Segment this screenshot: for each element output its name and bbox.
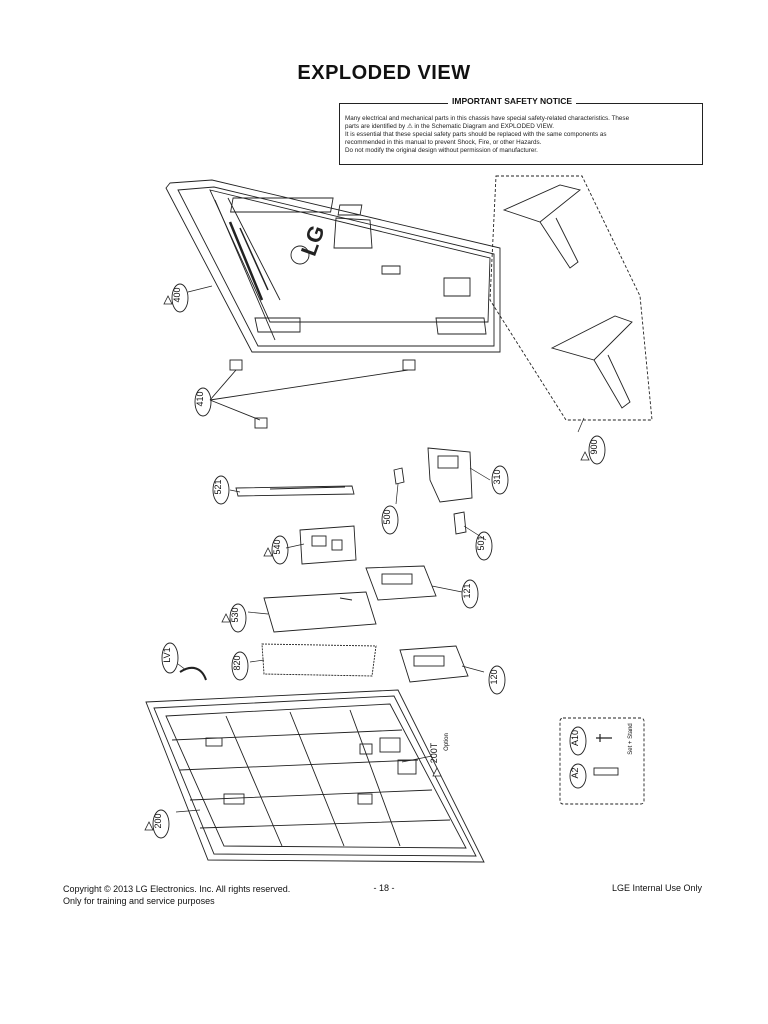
footer-copyright: Copyright © 2013 LG Electronics. Inc. Al… (63, 884, 291, 894)
label-a10-note: Set + Stand (628, 723, 634, 755)
safety-notice-line: recommended in this manual to prevent Sh… (345, 139, 542, 146)
callout-900 (588, 435, 606, 465)
board-521 (235, 485, 355, 497)
callout-121 (461, 579, 479, 609)
label-410: 410 (195, 391, 205, 406)
label-200t: 200T (429, 742, 439, 763)
label-121: 121 (462, 583, 472, 598)
label-521: 521 (213, 479, 223, 494)
callout-540 (271, 535, 289, 565)
callout-410 (194, 387, 212, 417)
back-cover (165, 179, 501, 353)
sheet-820 (261, 643, 377, 677)
warning-triangle-icon (263, 547, 273, 557)
footer-purpose: Only for training and service purposes (63, 896, 215, 906)
label-820: 820 (232, 655, 242, 670)
label-400: 400 (172, 287, 182, 302)
safety-notice-line: Do not modify the original design withou… (345, 147, 538, 154)
page-title: EXPLODED VIEW (297, 62, 471, 84)
callout-521 (212, 475, 230, 505)
callout-820 (231, 651, 249, 681)
footer-copyright-block: Copyright © 2013 LG Electronics. Inc. Al… (63, 883, 290, 907)
power-board-530 (263, 591, 377, 633)
cable-lv1 (179, 666, 207, 681)
safety-notice-line: parts are identified by ⚠ in the Schemat… (345, 123, 554, 130)
label-a2: A2 (570, 767, 580, 778)
callout-310 (491, 465, 509, 495)
stand-assembly (489, 175, 653, 421)
label-501: 501 (476, 535, 486, 550)
callout-a2 (569, 763, 587, 789)
label-lv1: LV1 (162, 647, 172, 662)
hinge-brackets (209, 359, 416, 429)
safety-warning-icons (144, 295, 590, 831)
label-900: 900 (589, 439, 599, 454)
warning-triangle-icon (580, 451, 590, 461)
leader-lines (175, 285, 585, 813)
callout-120 (488, 665, 506, 695)
label-a10: A10 (570, 730, 580, 746)
label-530: 530 (230, 607, 240, 622)
accessory-box (559, 717, 645, 805)
front-frame (145, 689, 485, 863)
callout-500 (381, 505, 399, 535)
label-200: 200 (153, 813, 163, 828)
label-540: 540 (272, 539, 282, 554)
callout-501 (475, 531, 493, 561)
callout-a10 (569, 726, 587, 756)
label-310: 310 (492, 469, 502, 484)
warning-triangle-icon (144, 821, 154, 831)
warning-triangle-icon (163, 295, 173, 305)
warning-triangle-icon (221, 613, 231, 623)
label-120: 120 (489, 669, 499, 684)
safety-notice-line: Many electrical and mechanical parts in … (345, 115, 630, 122)
safety-notice-line: It is essential that these special safet… (345, 131, 607, 138)
safety-notice-text: Many electrical and mechanical parts in … (345, 115, 697, 155)
callout-530 (229, 603, 247, 633)
main-board-540 (299, 525, 357, 565)
label-200t-option: Option (444, 733, 450, 751)
safety-notice-box: IMPORTANT SAFETY NOTICE Many electrical … (339, 96, 703, 165)
component-500 (393, 467, 405, 485)
callout-400 (171, 283, 189, 313)
label-500: 500 (382, 509, 392, 524)
bracket-310 (427, 447, 473, 503)
footer-internal-use: LGE Internal Use Only (611, 883, 702, 893)
footer-page-number: - 18 - (373, 883, 395, 893)
safety-notice-heading: IMPORTANT SAFETY NOTICE (448, 96, 577, 106)
callout-200 (152, 809, 170, 839)
callout-lv1 (161, 642, 179, 674)
warning-triangle-icon (432, 767, 442, 777)
bracket-120 (399, 645, 469, 683)
part-callouts: 400 410 900 310 521 500 501 540 121 530 … (152, 283, 634, 839)
component-501 (453, 511, 467, 535)
bracket-121 (365, 565, 437, 601)
